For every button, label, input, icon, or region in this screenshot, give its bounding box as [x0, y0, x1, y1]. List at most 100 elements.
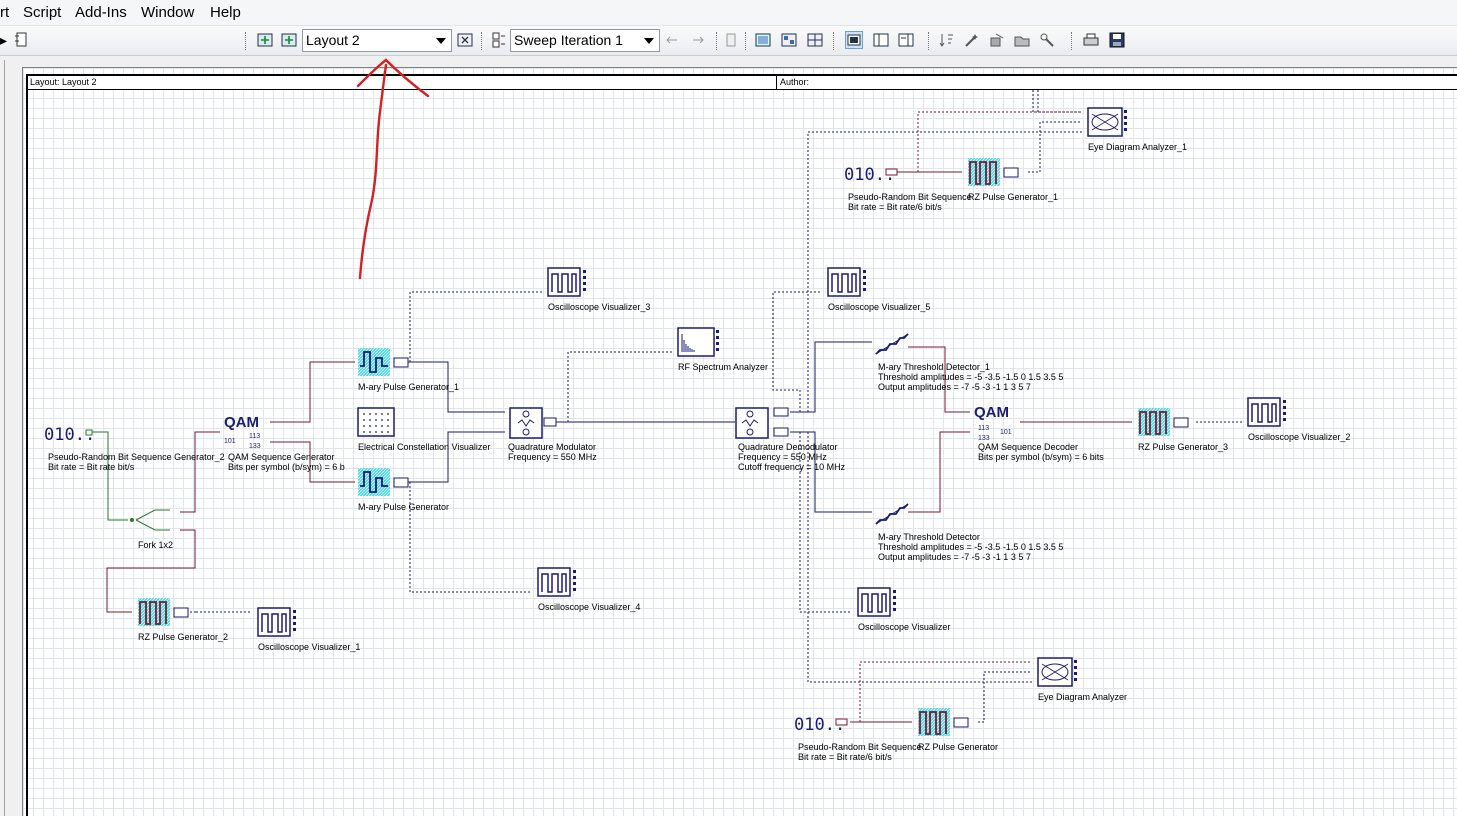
- component-label: Quadrature Modulator: [508, 442, 596, 452]
- oscilloscope-visualizer-4[interactable]: [537, 567, 576, 597]
- window-border: [4, 60, 5, 816]
- rz-pulse-generator-3[interactable]: [1138, 408, 1189, 436]
- qam-sequence-generator[interactable]: QAM 101 113 133: [224, 414, 261, 450]
- wire: [978, 671, 1032, 723]
- m-ary-threshold-detector-1[interactable]: [875, 333, 909, 355]
- view-split-icon[interactable]: [780, 31, 798, 49]
- sweep-next-icon[interactable]: [690, 31, 708, 49]
- component-param: Frequency = 550 MHz: [738, 452, 827, 462]
- wire: [270, 361, 355, 423]
- folder-icon[interactable]: [1013, 31, 1031, 49]
- qam-sequence-decoder[interactable]: QAM 113 133 101: [974, 404, 1012, 442]
- menu-bar: rt Script Add-Ins Window Help: [0, 0, 1457, 26]
- delete-layout-icon[interactable]: [456, 31, 474, 49]
- component-label: Pseudo-Random Bit Sequence: [798, 742, 922, 752]
- toolbar-separator: [481, 32, 483, 50]
- wire: [106, 529, 196, 613]
- component-param: Output amplitudes = -7 -5 -3 -1 1 3 5 7: [878, 382, 1031, 392]
- wire: [908, 346, 946, 370]
- sweep-icon[interactable]: [490, 31, 508, 49]
- prbs-generator-2[interactable]: 010..: [44, 425, 95, 445]
- component-icon[interactable]: [988, 31, 1006, 49]
- component-label: Eye Diagram Analyzer: [1038, 692, 1127, 702]
- electrical-constellation-visualizer[interactable]: [357, 407, 395, 437]
- menu-item-script[interactable]: Script: [23, 4, 62, 21]
- component-label: Oscilloscope Visualizer: [858, 622, 950, 632]
- component-label: Pseudo-Random Bit Sequence Generator_2: [48, 452, 225, 462]
- wire: [1028, 121, 1082, 173]
- component-label: M-ary Pulse Generator_1: [358, 382, 459, 392]
- symbol-out-text: 101: [1000, 429, 1012, 436]
- view-normal-icon[interactable]: [754, 31, 772, 49]
- prbs-generator-1[interactable]: 010..: [844, 165, 898, 185]
- oscilloscope-visualizer-2[interactable]: [1247, 397, 1286, 427]
- component-label: QAM Sequence Generator: [228, 452, 335, 462]
- oscilloscope-visualizer-5[interactable]: [827, 267, 866, 297]
- layout-view-icon[interactable]: [845, 31, 863, 49]
- wire: [790, 431, 872, 513]
- layout-combo[interactable]: Layout 2: [302, 29, 452, 52]
- oscilloscope-visualizer-3[interactable]: [547, 267, 586, 297]
- sweep-iteration-combo[interactable]: Sweep Iteration 1: [510, 29, 660, 52]
- layout-canvas[interactable]: [22, 67, 1457, 816]
- quadrature-demodulator[interactable]: [735, 407, 789, 439]
- add-layout-icon[interactable]: [256, 31, 274, 49]
- wire: [135, 519, 170, 531]
- rz-pulse-generator-1[interactable]: [968, 158, 1019, 186]
- prbs-generator-0[interactable]: 010..: [794, 715, 848, 735]
- component-param: Output amplitudes = -7 -5 -3 -1 1 3 5 7: [878, 552, 1031, 562]
- wizard-icon[interactable]: [963, 31, 981, 49]
- chevron-down-icon[interactable]: [436, 38, 446, 44]
- oscilloscope-visualizer[interactable]: [857, 587, 896, 617]
- tools-icon[interactable]: [1038, 31, 1056, 49]
- component-label: Oscilloscope Visualizer_3: [548, 302, 650, 312]
- symbol-in-text: 113: [978, 425, 989, 432]
- insert-page-icon[interactable]: [12, 31, 30, 49]
- menu-item-help[interactable]: Help: [210, 4, 241, 21]
- m-ary-pulse-generator-1[interactable]: [358, 348, 409, 376]
- sort-icon[interactable]: [937, 31, 955, 49]
- layout-name-label: Layout: Layout 2: [30, 77, 97, 87]
- wire: [408, 361, 505, 413]
- component-label: Oscilloscope Visualizer_4: [538, 602, 640, 612]
- component-param: Threshold amplitudes = -5 -3.5 -1.5 0 1.…: [878, 372, 1063, 382]
- eye-diagram-analyzer-1[interactable]: [1087, 107, 1127, 137]
- sweep-combo-value: Sweep Iteration 1: [514, 32, 623, 48]
- oscilloscope-visualizer-1[interactable]: [257, 607, 296, 637]
- quadrature-modulator[interactable]: [509, 407, 557, 439]
- chevron-down-icon[interactable]: [644, 38, 654, 44]
- save-icon[interactable]: [1108, 31, 1126, 49]
- report-icon[interactable]: [722, 31, 740, 49]
- component-param: Bit rate = Bit rate/6 bit/s: [798, 752, 892, 762]
- menu-item-window[interactable]: Window: [141, 4, 195, 21]
- wire: [135, 509, 170, 521]
- fork-1x2[interactable]: [130, 518, 134, 522]
- symbol-in-text: 101: [224, 438, 236, 445]
- component-label: Oscilloscope Visualizer_1: [258, 642, 360, 652]
- view-grid-icon[interactable]: [806, 31, 824, 49]
- print-icon[interactable]: [1082, 31, 1100, 49]
- component-label: Fork 1x2: [138, 540, 173, 550]
- add-sublayout-icon[interactable]: [280, 31, 298, 49]
- component-param: Bit rate = Bit rate bit/s: [48, 462, 135, 472]
- arrow-right-icon[interactable]: ▸: [0, 32, 8, 48]
- menu-item-add-ins[interactable]: Add-Ins: [75, 4, 127, 21]
- rf-spectrum-analyzer[interactable]: [677, 327, 719, 357]
- panel-right-icon[interactable]: [897, 31, 915, 49]
- wire: [409, 291, 542, 362]
- bits-icon-text: 010..: [44, 425, 95, 445]
- m-ary-threshold-detector[interactable]: [875, 503, 909, 525]
- component-label: M-ary Pulse Generator: [358, 502, 449, 512]
- layout-frame: [26, 74, 1457, 816]
- rz-pulse-generator[interactable]: [918, 708, 969, 736]
- eye-diagram-analyzer[interactable]: [1037, 657, 1077, 687]
- m-ary-pulse-generator[interactable]: [358, 468, 409, 496]
- author-label: Author:: [780, 77, 810, 87]
- sweep-prev-icon[interactable]: [664, 31, 682, 49]
- menu-item-rt[interactable]: rt: [0, 4, 10, 21]
- rz-pulse-generator-2[interactable]: [138, 598, 189, 626]
- bits-icon-text: 010..: [844, 165, 895, 185]
- annotation-arrow: [356, 58, 430, 280]
- panel-left-icon[interactable]: [872, 31, 890, 49]
